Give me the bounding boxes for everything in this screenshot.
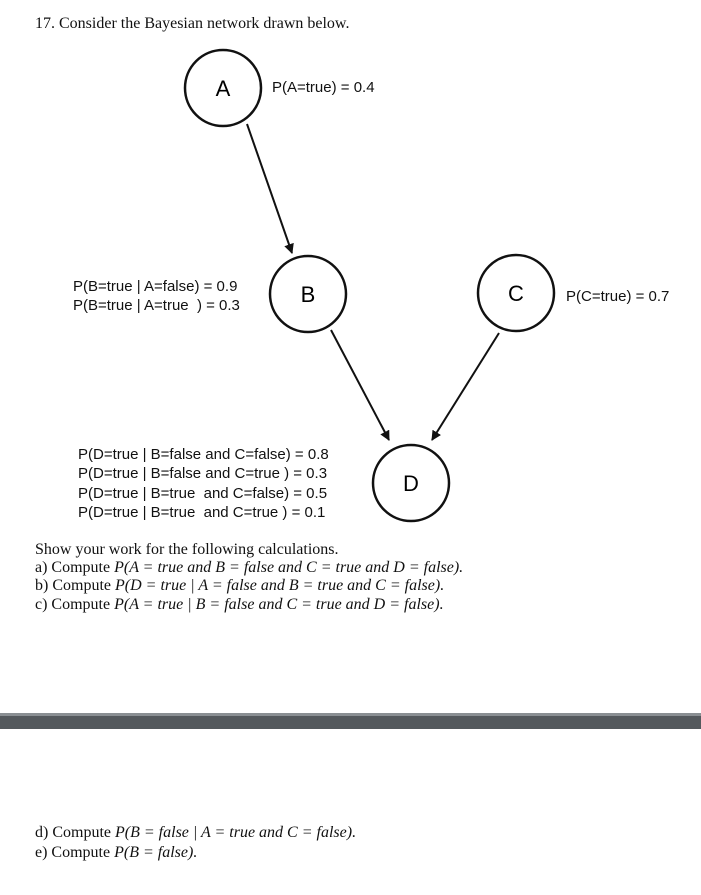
question-a: a) Compute P(A = true and B = false and … <box>35 559 463 577</box>
question-a-prefix: a) Compute <box>35 559 115 576</box>
node-b <box>268 254 348 334</box>
question-e-expr: P(B = false). <box>114 844 198 861</box>
question-d-prefix: d) Compute <box>35 824 115 841</box>
instructions: Show your work for the following calcula… <box>35 541 339 558</box>
question-title: 17. Consider the Bayesian network drawn … <box>35 15 350 32</box>
question-d-expr: P(B = false | A = true and C = false). <box>115 824 357 841</box>
question-c-expr: P(A = true | B = false and C = true and … <box>114 596 444 613</box>
question-b: b) Compute P(D = true | A = false and B … <box>35 577 444 595</box>
cpt-d-line-2: P(D=true | B=false and C=true ) = 0.3 <box>78 465 328 482</box>
node-d <box>371 443 451 523</box>
question-c: c) Compute P(A = true | B = false and C … <box>35 596 444 614</box>
node-a-label: A <box>216 76 231 101</box>
cpt-d-line-3: P(D=true | B=true and C=false) = 0.5 <box>78 485 328 502</box>
question-e-prefix: e) Compute <box>35 844 115 861</box>
node-d-label: D <box>403 471 419 496</box>
cpt-d-line-1: P(D=true | B=false and C=false) = 0.8 <box>78 446 329 463</box>
node-a <box>183 48 263 128</box>
cpt-a: P(A=true) = 0.4 <box>272 79 375 96</box>
question-e: e) Compute P(B = false). <box>35 844 197 862</box>
cpt-b-line-1: P(B=true | A=false) = 0.9 <box>73 278 238 295</box>
node-c-label: C <box>508 281 524 306</box>
edge-a-b <box>246 123 294 254</box>
question-b-expr: P(D = true | A = false and B = true and … <box>115 577 445 594</box>
cpt-d-line-4: P(D=true | B=true and C=true ) = 0.1 <box>78 504 326 521</box>
cpt-c: P(C=true) = 0.7 <box>566 288 670 305</box>
page-break-edge <box>0 713 701 716</box>
edge-c-d <box>431 332 500 441</box>
question-c-prefix: c) Compute <box>35 596 115 613</box>
edge-b-d <box>330 329 390 441</box>
node-b-label: B <box>301 282 316 307</box>
page-break <box>0 716 701 729</box>
question-d: d) Compute P(B = false | A = true and C … <box>35 824 356 842</box>
question-b-prefix: b) Compute <box>35 577 115 594</box>
node-c <box>476 253 556 333</box>
question-a-expr: P(A = true and B = false and C = true an… <box>114 559 464 576</box>
cpt-b-line-2: P(B=true | A=true ) = 0.3 <box>73 297 240 314</box>
